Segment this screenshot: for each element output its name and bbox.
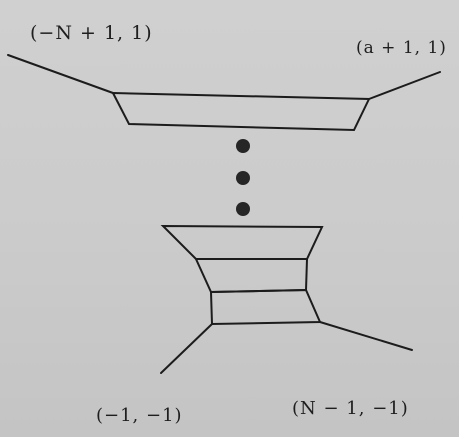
ellipsis-dot-2 [236, 171, 250, 185]
ellipsis-dot-3 [236, 202, 250, 216]
ellipsis-dot-1 [236, 139, 250, 153]
label-bottom-right: (N − 1, −1) [292, 398, 409, 419]
label-bottom-left: (−1, −1) [96, 405, 183, 426]
label-top-right: (a + 1, 1) [356, 38, 447, 58]
top-left-leg [7, 54, 114, 94]
top-right-leg [368, 71, 441, 100]
bottom-left-leg [160, 323, 213, 374]
bottom-right-leg [319, 321, 413, 351]
label-top-left: (−N + 1, 1) [30, 22, 153, 44]
bottom-face-lower [209, 288, 322, 326]
bottom-face-upper [160, 224, 324, 260]
top-face [111, 91, 371, 132]
bottom-face-middle [194, 258, 309, 294]
